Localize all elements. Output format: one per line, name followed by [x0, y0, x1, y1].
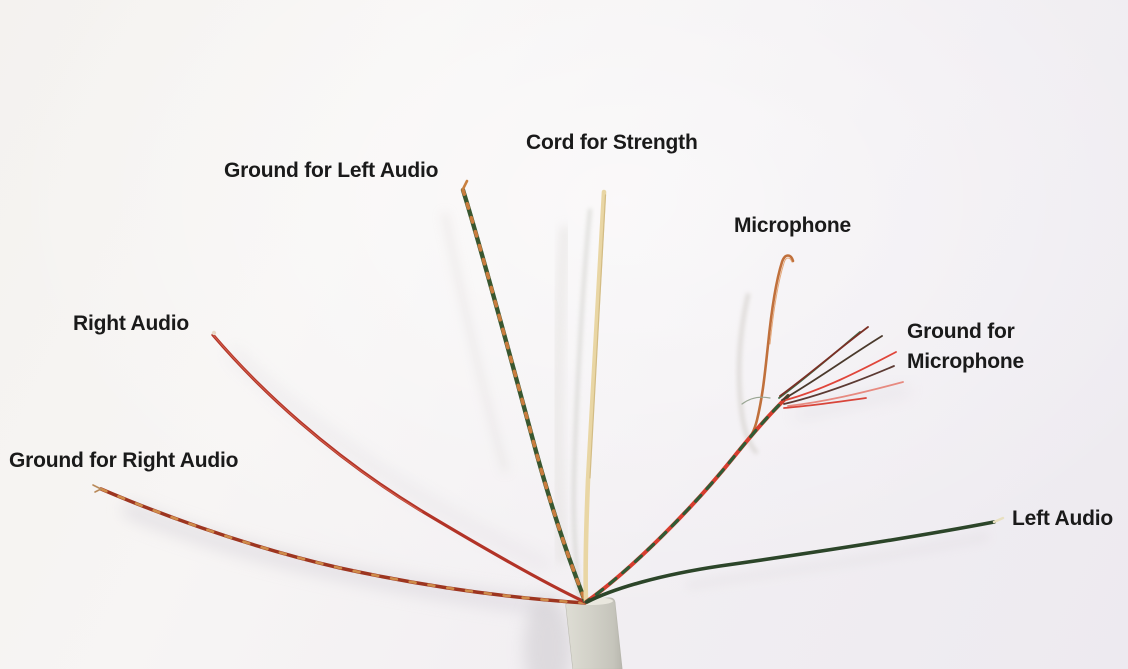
wire-cord-for-strength	[583, 189, 607, 604]
wire-left-audio	[585, 516, 1005, 604]
label-left-audio: Left Audio	[1012, 507, 1114, 530]
wire-ground-microphone	[584, 326, 904, 604]
label-cord-for-strength: Cord for Strength	[526, 131, 698, 154]
wire-tip	[992, 516, 1005, 524]
wire-ground-left-audio	[460, 179, 588, 604]
wire-ground-right-audio	[92, 484, 587, 605]
cable-jacket	[565, 597, 623, 669]
label-ground-for-right-audio: Ground for Right Audio	[9, 449, 239, 472]
frayed-bundle	[741, 326, 904, 409]
label-right-audio: Right Audio	[73, 312, 189, 335]
soft-shadows	[122, 208, 989, 669]
label-ground-for-left-audio: Ground for Left Audio	[224, 159, 439, 182]
wire-microphone	[744, 254, 795, 445]
wire-right-audio	[211, 330, 587, 604]
frayed-tip	[92, 484, 102, 493]
wire-tip	[211, 330, 217, 336]
label-ground-for-microphone: Ground for Microphone	[907, 320, 1024, 373]
label-microphone: Microphone	[734, 214, 851, 237]
frayed-tip	[461, 179, 469, 191]
